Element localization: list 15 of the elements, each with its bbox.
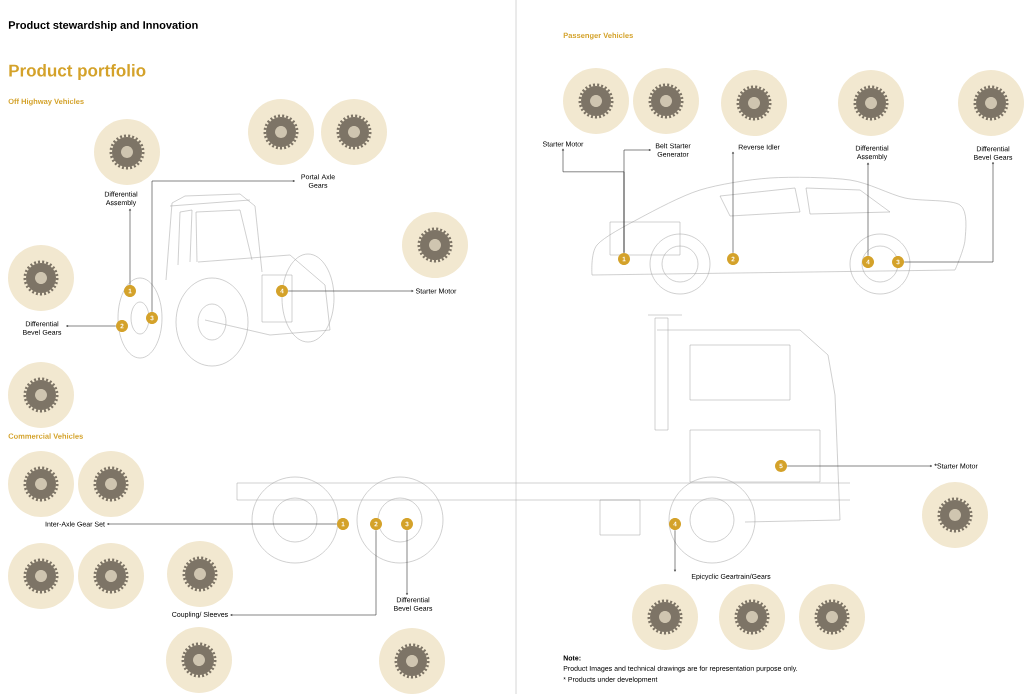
heading: Product portfolio (9, 64, 146, 80)
leader-line (66, 325, 117, 327)
leader-line (786, 465, 933, 467)
leader-line (867, 162, 869, 257)
leader-line (151, 180, 295, 313)
leader-line (732, 151, 734, 254)
leader-line (287, 290, 414, 292)
leader-line (107, 523, 338, 525)
leader-line (230, 529, 377, 616)
leader-line (406, 529, 408, 596)
leader-line (623, 149, 651, 254)
leader-line (129, 208, 131, 286)
page-title: Product stewardship and Innovation (8, 20, 198, 32)
leader-line (903, 161, 994, 263)
leader-line (674, 529, 676, 572)
